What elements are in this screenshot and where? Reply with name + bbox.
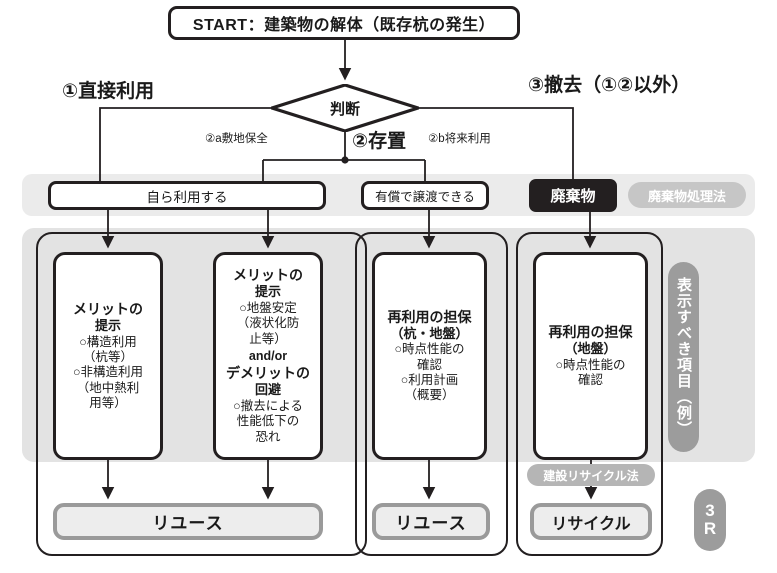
construction-recycle-law-badge: 建設リサイクル法 bbox=[527, 464, 655, 486]
detail-andor: and/or bbox=[248, 348, 288, 363]
outcome-reuse-1: リユース bbox=[53, 503, 323, 540]
detail-title: 再利用の担保 bbox=[387, 308, 472, 325]
detail-box-merit-ground: メリットの 提示 ○地盤安定（液状化防止等） and/or デメリットの 回避 … bbox=[213, 252, 323, 460]
detail-body: ○構造利用（杭等）○非構造利用（地中熱利用等） bbox=[72, 334, 144, 410]
detail-body: ○時点性能の確認 bbox=[555, 357, 626, 387]
header-self-use: 自ら利用する bbox=[48, 181, 326, 210]
detail-title2: （杭・地盤） bbox=[390, 325, 469, 341]
detail-title: メリットの bbox=[233, 267, 303, 284]
decision-label: 判断 bbox=[329, 100, 360, 118]
detail-title2: 提示 bbox=[94, 317, 121, 333]
detail-title3: デメリットの bbox=[226, 365, 310, 382]
three-r-bottom: R bbox=[703, 519, 717, 538]
display-items-vertical-label: 表示すべき項目（例） bbox=[668, 262, 699, 452]
decision-diamond bbox=[271, 84, 419, 132]
branch-title-store: ②存置 bbox=[352, 131, 407, 152]
detail-title: 再利用の担保 bbox=[548, 323, 633, 340]
edge-label-future-use: ②b将来利用 bbox=[428, 133, 491, 145]
column-group-remove bbox=[516, 232, 663, 556]
waste-law-badge: 廃棄物処理法 bbox=[628, 182, 746, 208]
branch-title-direct-use: ①直接利用 bbox=[62, 81, 155, 102]
detail-body2: ○撤去による性能低下の恐れ bbox=[233, 399, 303, 444]
detail-box-reuse-ground: 再利用の担保 （地盤） ○時点性能の確認 bbox=[533, 252, 648, 460]
outcome-recycle: リサイクル bbox=[530, 503, 652, 540]
detail-title2: （地盤） bbox=[564, 340, 617, 356]
start-box: START：建築物の解体（既存杭の発生） bbox=[168, 6, 520, 40]
column-group-direct-use bbox=[36, 232, 367, 556]
outcome-reuse-2: リユース bbox=[372, 503, 490, 540]
column-group-store bbox=[355, 232, 508, 556]
detail-title4: 回避 bbox=[254, 382, 281, 398]
junction-dot bbox=[341, 156, 349, 164]
branch-title-remove: ③撤去（①②以外） bbox=[528, 75, 691, 96]
edge-label-site-preservation: ②a敷地保全 bbox=[205, 133, 268, 145]
detail-title2: 提示 bbox=[254, 284, 281, 300]
three-r-badge: 3 R bbox=[694, 489, 726, 551]
detail-box-merit-structural: メリットの 提示 ○構造利用（杭等）○非構造利用（地中熱利用等） bbox=[53, 252, 163, 460]
header-waste: 廃棄物 bbox=[529, 179, 617, 212]
three-r-top: 3 bbox=[705, 501, 715, 521]
detail-body: ○地盤安定（液状化防止等） bbox=[236, 301, 300, 346]
detail-title: メリットの bbox=[73, 300, 143, 317]
detail-body: ○時点性能の確認○利用計画（概要） bbox=[394, 342, 465, 403]
detail-box-reuse-pile-ground: 再利用の担保 （杭・地盤） ○時点性能の確認○利用計画（概要） bbox=[372, 252, 487, 460]
header-sell: 有償で譲渡できる bbox=[361, 181, 489, 210]
